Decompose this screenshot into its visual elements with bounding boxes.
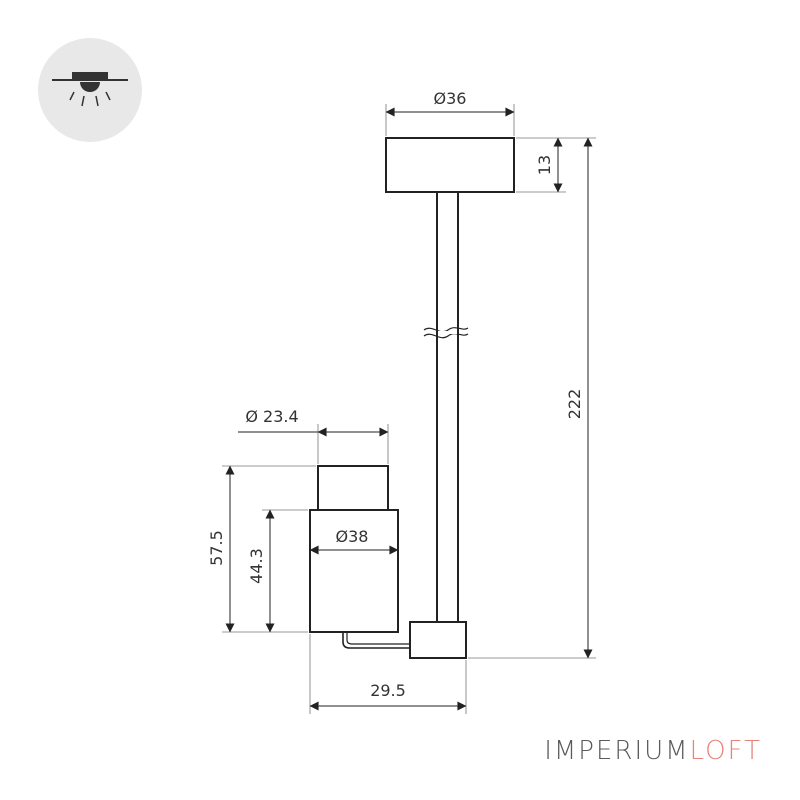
- label-total-height: 222: [565, 389, 584, 420]
- ceiling-canopy: [385, 137, 515, 193]
- label-head-diameter: Ø38: [336, 527, 369, 546]
- lamp-head: [309, 465, 399, 633]
- label-arm-offset: 29.5: [370, 681, 406, 700]
- label-canopy-diameter: Ø36: [434, 89, 467, 108]
- brand-logo: IMPERIUMLOFT: [544, 736, 762, 766]
- label-head-total-height: 57.5: [207, 530, 226, 566]
- connecting-arm: [342, 632, 410, 649]
- label-head-body-height: 44.3: [247, 548, 266, 584]
- brand-name-part1: IMPERIUM: [544, 736, 690, 766]
- label-head-top-diameter: Ø 23.4: [245, 407, 298, 426]
- brand-name-part2: LOFT: [689, 736, 762, 766]
- joint-block: [409, 621, 467, 659]
- ceiling-pendant-light-icon: [38, 38, 142, 142]
- label-canopy-height: 13: [535, 155, 554, 175]
- dimension-lines: [225, 107, 593, 711]
- suspension-rod: [423, 192, 469, 622]
